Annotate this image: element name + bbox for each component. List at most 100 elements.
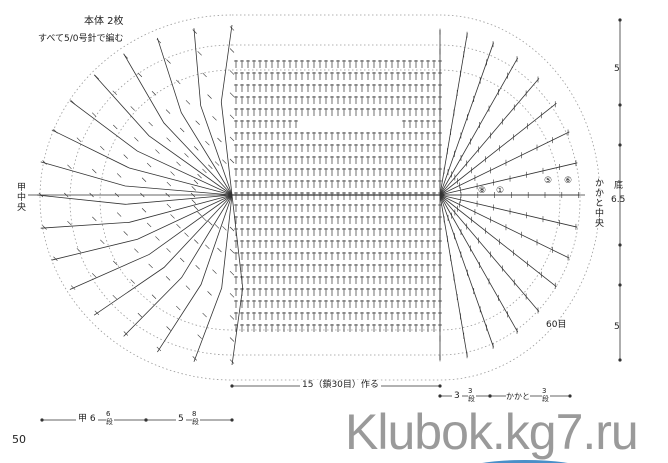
stitch-mark	[194, 146, 199, 151]
stitch-mark	[134, 137, 139, 142]
dimension-dot	[230, 418, 234, 422]
stitch-ray-left	[93, 194, 233, 316]
stitch-mark	[134, 248, 139, 253]
stitch-ray-left	[156, 37, 233, 196]
stitch-mark	[92, 168, 97, 174]
stitch-ray-right	[439, 194, 557, 287]
stitch-mark	[166, 181, 172, 187]
stitch-mark	[197, 334, 202, 339]
dimension-dot	[618, 243, 622, 247]
dimension-dot	[438, 394, 442, 398]
stitch-mark	[193, 179, 199, 185]
stitch-mark	[176, 305, 181, 311]
stitch-ray-left	[123, 194, 233, 337]
stitch-mark	[94, 74, 100, 80]
stitch-mark	[151, 91, 157, 96]
stitch-mark	[130, 106, 135, 111]
dimension-dot	[230, 384, 234, 388]
page-number: 50	[12, 433, 26, 446]
stitch-ray-left	[231, 194, 244, 366]
stitch-mark	[194, 239, 199, 244]
dimension-dot	[438, 384, 442, 388]
section-label-back: 3	[452, 391, 462, 402]
stitch-mark	[76, 137, 82, 142]
stitch-mark	[100, 239, 105, 245]
stitch-mark	[116, 212, 122, 217]
stitch-mark	[116, 173, 122, 178]
right-center-label: かかと中央	[593, 178, 603, 228]
left-center-label: 甲中央	[15, 182, 25, 212]
stitch-mark	[229, 26, 235, 31]
stitch-mark	[192, 29, 197, 34]
stitch-mark	[197, 173, 202, 179]
stitch-ray-left	[40, 194, 233, 229]
section-label-middle: 5	[176, 414, 186, 425]
bottom-label: 底	[614, 181, 624, 191]
stitch-ray-left	[193, 194, 233, 362]
stitch-mark	[229, 293, 235, 298]
stitch-mark	[141, 208, 147, 213]
stitch-mark	[112, 90, 118, 96]
stitch-mark	[212, 116, 217, 121]
stitch-ray-left	[93, 74, 233, 196]
diagram-subtitle: すべて5/0号針で編む	[38, 34, 124, 44]
stitch-mark	[148, 121, 153, 127]
stitch-mark	[214, 161, 220, 166]
stitch-mark	[91, 112, 97, 117]
stitch-ray-right	[439, 57, 519, 196]
stitch-ray-right	[439, 162, 578, 196]
stitch-mark	[42, 225, 47, 230]
stitch-mark	[184, 232, 189, 237]
stitch-mark	[179, 127, 185, 133]
watermark: Klubok.kg7.ru	[345, 404, 639, 460]
stitch-mark	[205, 244, 210, 250]
stitch-ray-right	[439, 78, 540, 196]
stitch-mark	[208, 221, 213, 226]
stitch-mark	[193, 205, 199, 211]
stitch-mark	[229, 359, 235, 364]
stitch-mark	[202, 216, 207, 222]
stitch-mark	[155, 236, 160, 241]
section-rows-back: 3段	[468, 387, 476, 403]
stitch-mark	[184, 153, 189, 158]
dimension-bottom: 5	[614, 322, 620, 332]
stitch-ray-right	[439, 194, 540, 312]
stitch-mark	[165, 276, 171, 281]
stitch-mark	[92, 216, 97, 222]
stitch-ray-right	[439, 103, 557, 196]
stitch-mark	[212, 269, 217, 274]
section-rows-middle: 8段	[192, 410, 200, 426]
section-label-instep: 甲 6	[76, 414, 98, 425]
stitch-mark	[130, 279, 135, 284]
stitch-mark	[166, 326, 171, 331]
dimension-dot	[144, 418, 148, 422]
stitch-mark	[222, 159, 227, 164]
stitch-mark	[166, 203, 172, 209]
stitch-mark	[166, 248, 171, 253]
stitch-mark	[70, 285, 76, 290]
stitch-mark	[170, 171, 175, 176]
stitch-ray-left	[193, 28, 233, 196]
stitch-ray-right	[439, 194, 519, 333]
dimension-dot	[40, 418, 44, 422]
stitch-ray-left	[51, 194, 233, 261]
stitch-mark	[176, 223, 181, 229]
stitch-mark	[70, 100, 76, 105]
stitch-mark	[229, 136, 235, 142]
stitch-mark	[229, 70, 235, 75]
stitch-ray-left	[220, 24, 233, 196]
stitch-ray-right	[439, 194, 570, 259]
stitch-mark	[195, 265, 200, 270]
stitch-mark	[207, 94, 212, 99]
stitch-mark	[185, 100, 191, 105]
stitch-mark	[137, 312, 143, 318]
stitch-ray-left	[157, 194, 233, 353]
stitch-mark	[100, 145, 105, 151]
section-rows-heel: 3段	[542, 387, 550, 403]
section-rows-instep: 6段	[106, 410, 114, 426]
stitch-ray-left	[69, 194, 233, 290]
stitch-ray-left	[36, 194, 233, 205]
stitch-mark	[202, 72, 207, 78]
stitch-mark	[192, 356, 197, 361]
